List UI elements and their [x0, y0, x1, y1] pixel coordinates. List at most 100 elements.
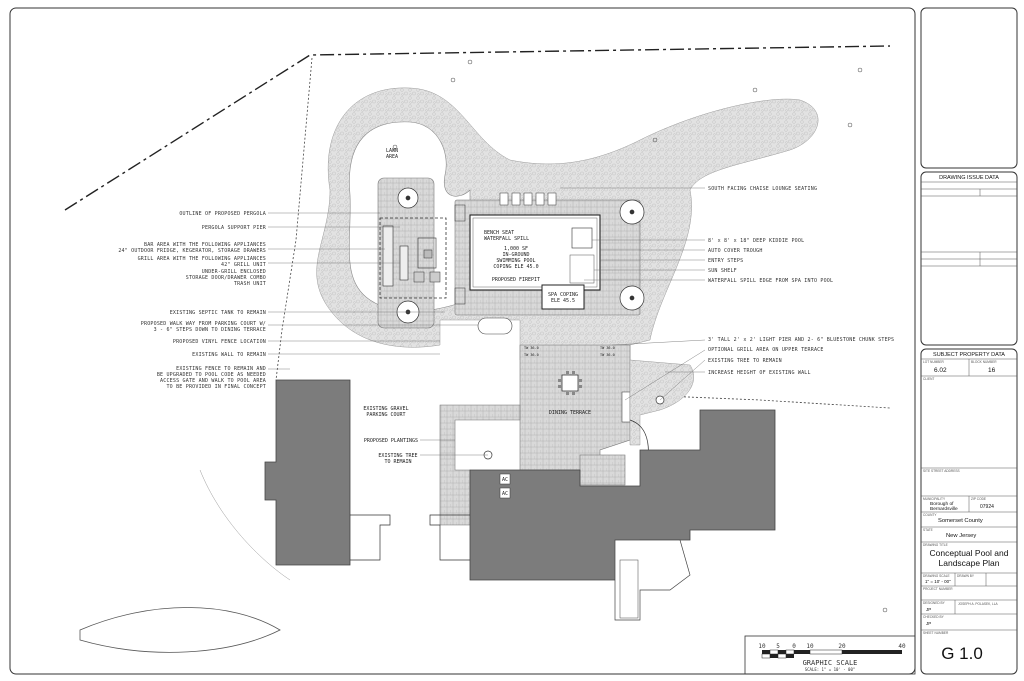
note-entry-steps: ENTRY STEPS	[708, 258, 743, 264]
drawing-title-2: Landscape Plan	[939, 558, 1000, 568]
label-existing-tree-2: TO REMAIN	[384, 459, 411, 465]
designed-by-label: DESIGNED BY	[923, 601, 946, 605]
property-line-north	[64, 45, 891, 211]
existing-garage	[264, 379, 351, 566]
note-access-gate: ACCESS GATE AND WALK TO POOL AREA	[160, 378, 266, 384]
pergola-outline	[379, 217, 447, 299]
state-value: New Jersey	[946, 533, 976, 539]
note-grill-area: GRILL AREA WITH THE FOLLOWING APPLIANCES	[138, 256, 266, 262]
subject-property-block: SUBJECT PROPERTY DATA LOT NUMBER BLOCK N…	[921, 352, 1017, 663]
titleblock-top-box	[920, 7, 1018, 169]
grill-station	[621, 391, 631, 423]
municipality-value-1: Borough of	[930, 501, 954, 507]
pool-entry-steps	[454, 204, 466, 222]
label-lawn-area-2: AREA	[386, 154, 398, 160]
scale-subtitle: SCALE: 1" = 10' - 00"	[805, 667, 856, 672]
house-deck	[614, 539, 691, 621]
dining-terrace	[519, 344, 631, 471]
scale-tick-0: 10	[758, 643, 766, 650]
label-ac-b: AC	[502, 491, 508, 497]
note-vinyl-fence: PROPOSED VINYL FENCE LOCATION	[173, 339, 266, 345]
note-optional-grill: OPTIONAL GRILL AREA ON UPPER TERRACE	[708, 347, 824, 353]
designed-by-value: JP	[926, 607, 931, 612]
drawing-border	[9, 7, 916, 675]
tree-symbols	[396, 187, 665, 460]
block-value: 16	[988, 367, 996, 374]
block-label: BLOCK NUMBER	[971, 360, 997, 364]
property-line-west	[275, 57, 313, 381]
note-light-pier: 3' TALL 2' x 2' LIGHT PIER AND 2- 6" BLU…	[708, 337, 894, 343]
note-bar-appliances: 24" OUTDOOR FRIDGE, KEGERATOR, STORAGE D…	[118, 248, 266, 254]
label-elev-a: TW 36.0	[524, 346, 539, 350]
note-final-concept: TO BE PROVIDED IN FINAL CONCEPT	[166, 384, 266, 390]
grill-counter	[399, 245, 409, 281]
state-label: STATE	[923, 528, 933, 532]
note-walkway-steps: 3 - 6" STEPS DOWN TO DINING TERRACE	[154, 327, 266, 333]
note-walkway: PROPOSED WALK WAY FROM PARKING COURT W/	[141, 321, 266, 327]
note-bar-area: BAR AREA WITH THE FOLLOWING APPLIANCES	[144, 242, 266, 248]
lot-label: LOT NUMBER	[923, 360, 945, 364]
kiddie-pool	[571, 227, 593, 249]
note-existing-tree: EXISTING TREE TO REMAIN	[708, 358, 782, 364]
drawing-title-label: DRAWING TITLE	[923, 543, 948, 547]
note-chaise-seating: SOUTH FACING CHAISE LOUNGE SEATING	[708, 186, 817, 192]
subject-header: SUBJECT PROPERTY DATA	[933, 352, 1005, 358]
scale-tick-1: 5	[776, 643, 780, 650]
note-grill-unit: 42" GRILL UNIT	[221, 262, 266, 268]
lounge-furniture	[413, 237, 441, 283]
lot-value: 6.02	[934, 367, 947, 374]
label-pool-area: 1,000 SF	[504, 246, 528, 252]
note-wall-height: INCREASE HEIGHT OF EXISTING WALL	[708, 370, 811, 376]
checked-by-label: CHECKED BY	[923, 615, 945, 619]
label-dining-terrace: DINING TERRACE	[549, 410, 591, 416]
left-leader-lines	[268, 212, 488, 456]
pool-coping	[472, 217, 598, 288]
note-pergola-outline: OUTLINE OF PROPOSED PERGOLA	[179, 211, 266, 217]
zip-value: 07924	[980, 504, 994, 510]
swimming-pool	[469, 214, 601, 291]
sun-shelf	[569, 254, 595, 284]
label-elev-d: TW 36.0	[600, 353, 615, 357]
note-pergola-pier: PERGOLA SUPPORT PIER	[202, 225, 267, 231]
note-under-grill: UNDER-GRILL ENCLOSED	[202, 269, 266, 275]
note-trash-unit: TRASH UNIT	[234, 281, 266, 287]
drawing-scale-value: 1" = 10' - 00"	[925, 579, 951, 584]
gravel-court-edge-east	[429, 514, 470, 561]
drawn-by-label: DRAWN BY	[957, 574, 975, 578]
right-notes: SOUTH FACING CHAISE LOUNGE SEATING 8' x …	[708, 186, 894, 376]
terrace-steps	[579, 454, 626, 486]
zip-label: ZIP CODE	[971, 497, 986, 501]
label-swimming-pool: SWIMMING POOL	[496, 258, 535, 264]
chaise-lounges	[499, 192, 557, 206]
label-firepit: PROPOSED FIREPIT	[492, 277, 540, 283]
label-gravel-court: EXISTING GRAVEL	[363, 406, 408, 412]
house-stair	[619, 559, 639, 619]
right-leader-lines	[560, 187, 706, 401]
label-waterfall-spill: WATERFALL SPILL	[484, 236, 529, 242]
sheet-number-value: G 1.0	[941, 644, 983, 663]
label-pool-coping: COPING ELE 45.0	[493, 264, 538, 270]
note-kiddie-pool: 8' x 8' x 18" DEEP KIDDIE POOL	[708, 238, 804, 244]
label-elev-b: TW 36.0	[524, 353, 539, 357]
spa	[541, 284, 585, 310]
note-auto-cover: AUTO COVER TROUGH	[708, 248, 763, 254]
label-lawn-area: LAWN	[386, 148, 398, 154]
dining-chairs	[558, 371, 582, 395]
titleblock-issue-box	[920, 171, 1018, 346]
scale-tick-5: 40	[898, 643, 906, 650]
project-number-label: PROJECT NUMBER	[923, 587, 953, 591]
walkway	[439, 404, 521, 526]
label-spa-coping: SPA COPING	[548, 292, 578, 298]
note-sun-shelf: SUN SHELF	[708, 268, 737, 274]
lower-drive-curve	[199, 469, 291, 581]
scale-tick-2: 0	[792, 643, 796, 650]
note-septic-tank: EXISTING SEPTIC TANK TO REMAIN	[170, 310, 266, 316]
dining-table	[561, 374, 579, 392]
label-gravel-court-2: PARKING COURT	[366, 412, 405, 418]
municipality-label: MUNICIPALITY	[923, 497, 946, 501]
drawing-title-1: Conceptual Pool and	[930, 548, 1009, 558]
label-existing-tree: EXISTING TREE	[378, 453, 417, 459]
note-existing-wall: EXISTING WALL TO REMAIN	[192, 352, 266, 358]
label-elev-c: TW 36.0	[600, 346, 615, 350]
